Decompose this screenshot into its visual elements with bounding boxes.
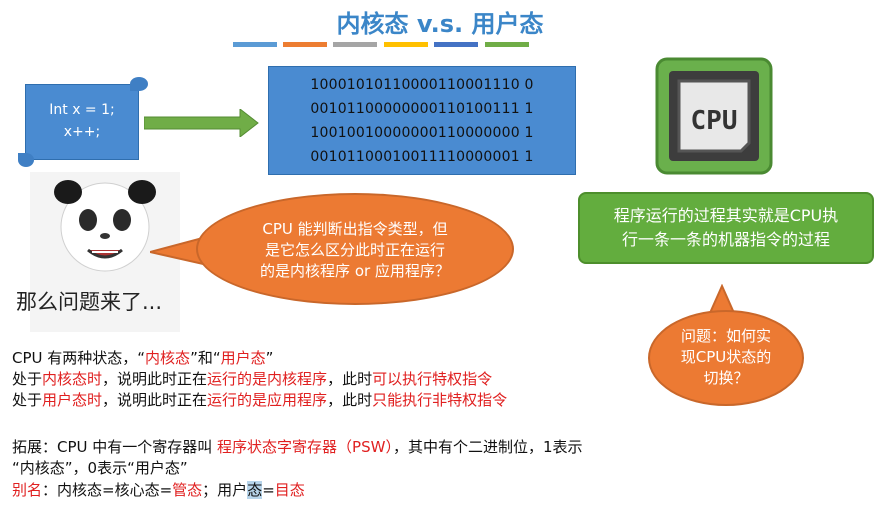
user-mode-line: 处于用户态时，说明此时正在运行的是应用程序，此时只能执行非特权指令 <box>12 390 507 410</box>
text-run: ，说明此时正在 <box>102 391 208 409</box>
bubble-line-1: CPU 能判断出指令类型，但 <box>262 220 448 238</box>
alias-label: 别名 <box>12 481 43 499</box>
title-underline-blue <box>233 42 277 47</box>
question-bubble-orange: CPU 能判断出指令类型，但 是它怎么区分此时正在运行 的是内核程序 or 应用… <box>196 193 514 305</box>
panda-caption: 那么问题来了... <box>16 290 163 314</box>
bubble-line-2: 是它怎么区分此时正在运行 <box>264 241 445 259</box>
text-run: ，说明此时正在 <box>102 370 208 388</box>
binary-line-1: 10001010110000110001110 0 <box>310 77 534 93</box>
user-mode-term: 用户态 <box>220 349 266 367</box>
text-run: ，此时 <box>327 391 373 409</box>
text-run: 运行的是应用程序 <box>207 391 328 409</box>
program-execution-box: 程序运行的过程其实就是CPU执 行一条一条的机器指令的过程 <box>578 192 874 264</box>
text-run: = <box>262 481 275 499</box>
cpu-label: CPU <box>691 106 738 136</box>
page-title: 内核态 v.s. 用户态 <box>336 10 544 38</box>
scroll-curl-bottom <box>18 153 34 167</box>
text-run: ”和“ <box>190 349 221 367</box>
question-line-2: 现CPU状态的 <box>680 348 772 366</box>
code-line-2: x++; <box>63 124 101 140</box>
text-run: ，其中有个二进制位，1表示 <box>392 438 583 456</box>
psw-term: 程序状态字寄存器（PSW） <box>217 438 393 456</box>
scroll-curl-top <box>130 77 148 91</box>
question-line-3: 切换？ <box>703 369 749 387</box>
panda-face-icon <box>54 180 156 272</box>
text-run: 管态 <box>172 481 203 499</box>
title-underline-yellow <box>384 42 428 47</box>
title-underline-orange <box>283 42 327 47</box>
bubble-line-3: 的是内核程序 or 应用程序？ <box>260 262 450 280</box>
binary-line-3: 10010010000000110000000 1 <box>310 125 534 141</box>
title-underline-darkblue <box>434 42 478 47</box>
green-box-line-2: 行一条一条的机器指令的过程 <box>621 230 830 249</box>
binary-line-4: 00101100010011110000001 1 <box>310 149 534 165</box>
question-line-1: 问题：如何实 <box>680 327 771 345</box>
cpu-chip-icon: CPU <box>655 57 773 175</box>
text-run: 拓展：CPU 中有一个寄存器叫 <box>12 438 218 456</box>
code-line-1: Int x = 1; <box>49 102 115 118</box>
question-bubble-small: 问题：如何实 现CPU状态的 切换？ <box>648 310 804 406</box>
text-run: CPU 有两种状态，“ <box>12 349 146 367</box>
text-run: ；用户 <box>202 481 248 499</box>
kernel-mode-line: 处于内核态时，说明此时正在运行的是内核程序，此时可以执行特权指令 <box>12 369 492 389</box>
text-run: 处于 <box>12 391 43 409</box>
text-run: 目态 <box>274 481 305 499</box>
text-run: 内核态时 <box>42 370 103 388</box>
text-run: 只能执行非特权指令 <box>372 391 508 409</box>
cpu-states-line: CPU 有两种状态，“内核态”和“用户态” <box>12 348 273 368</box>
psw-line: 拓展：CPU 中有一个寄存器叫 程序状态字寄存器（PSW），其中有个二进制位，1… <box>12 437 583 457</box>
source-code-scroll: Int x = 1; x++; <box>18 77 148 167</box>
right-arrow-icon <box>144 109 259 137</box>
text-run: “内核态”，0表示“用户态” <box>12 459 188 477</box>
selected-text[interactable]: 态 <box>247 481 263 499</box>
psw-bit-line: “内核态”，0表示“用户态” <box>12 458 188 478</box>
text-run: 可以执行特权指令 <box>372 370 493 388</box>
kernel-mode-term: 内核态 <box>145 349 191 367</box>
machine-code-box: 10001010110000110001110 0 00101100000000… <box>268 66 576 175</box>
text-run: 用户态时 <box>42 391 103 409</box>
text-run: ” <box>265 349 274 367</box>
text-run: ：内核态=核心态= <box>42 481 173 499</box>
aliases-line: 别名：内核态=核心态=管态；用户态=目态 <box>12 480 305 500</box>
binary-line-2: 00101100000000110100111 1 <box>310 101 534 117</box>
text-run: 运行的是内核程序 <box>207 370 328 388</box>
text-run: 处于 <box>12 370 43 388</box>
text-run: ，此时 <box>327 370 373 388</box>
green-box-line-1: 程序运行的过程其实就是CPU执 <box>613 206 839 225</box>
title-underline-gray <box>333 42 377 47</box>
title-underline-green <box>485 42 529 47</box>
